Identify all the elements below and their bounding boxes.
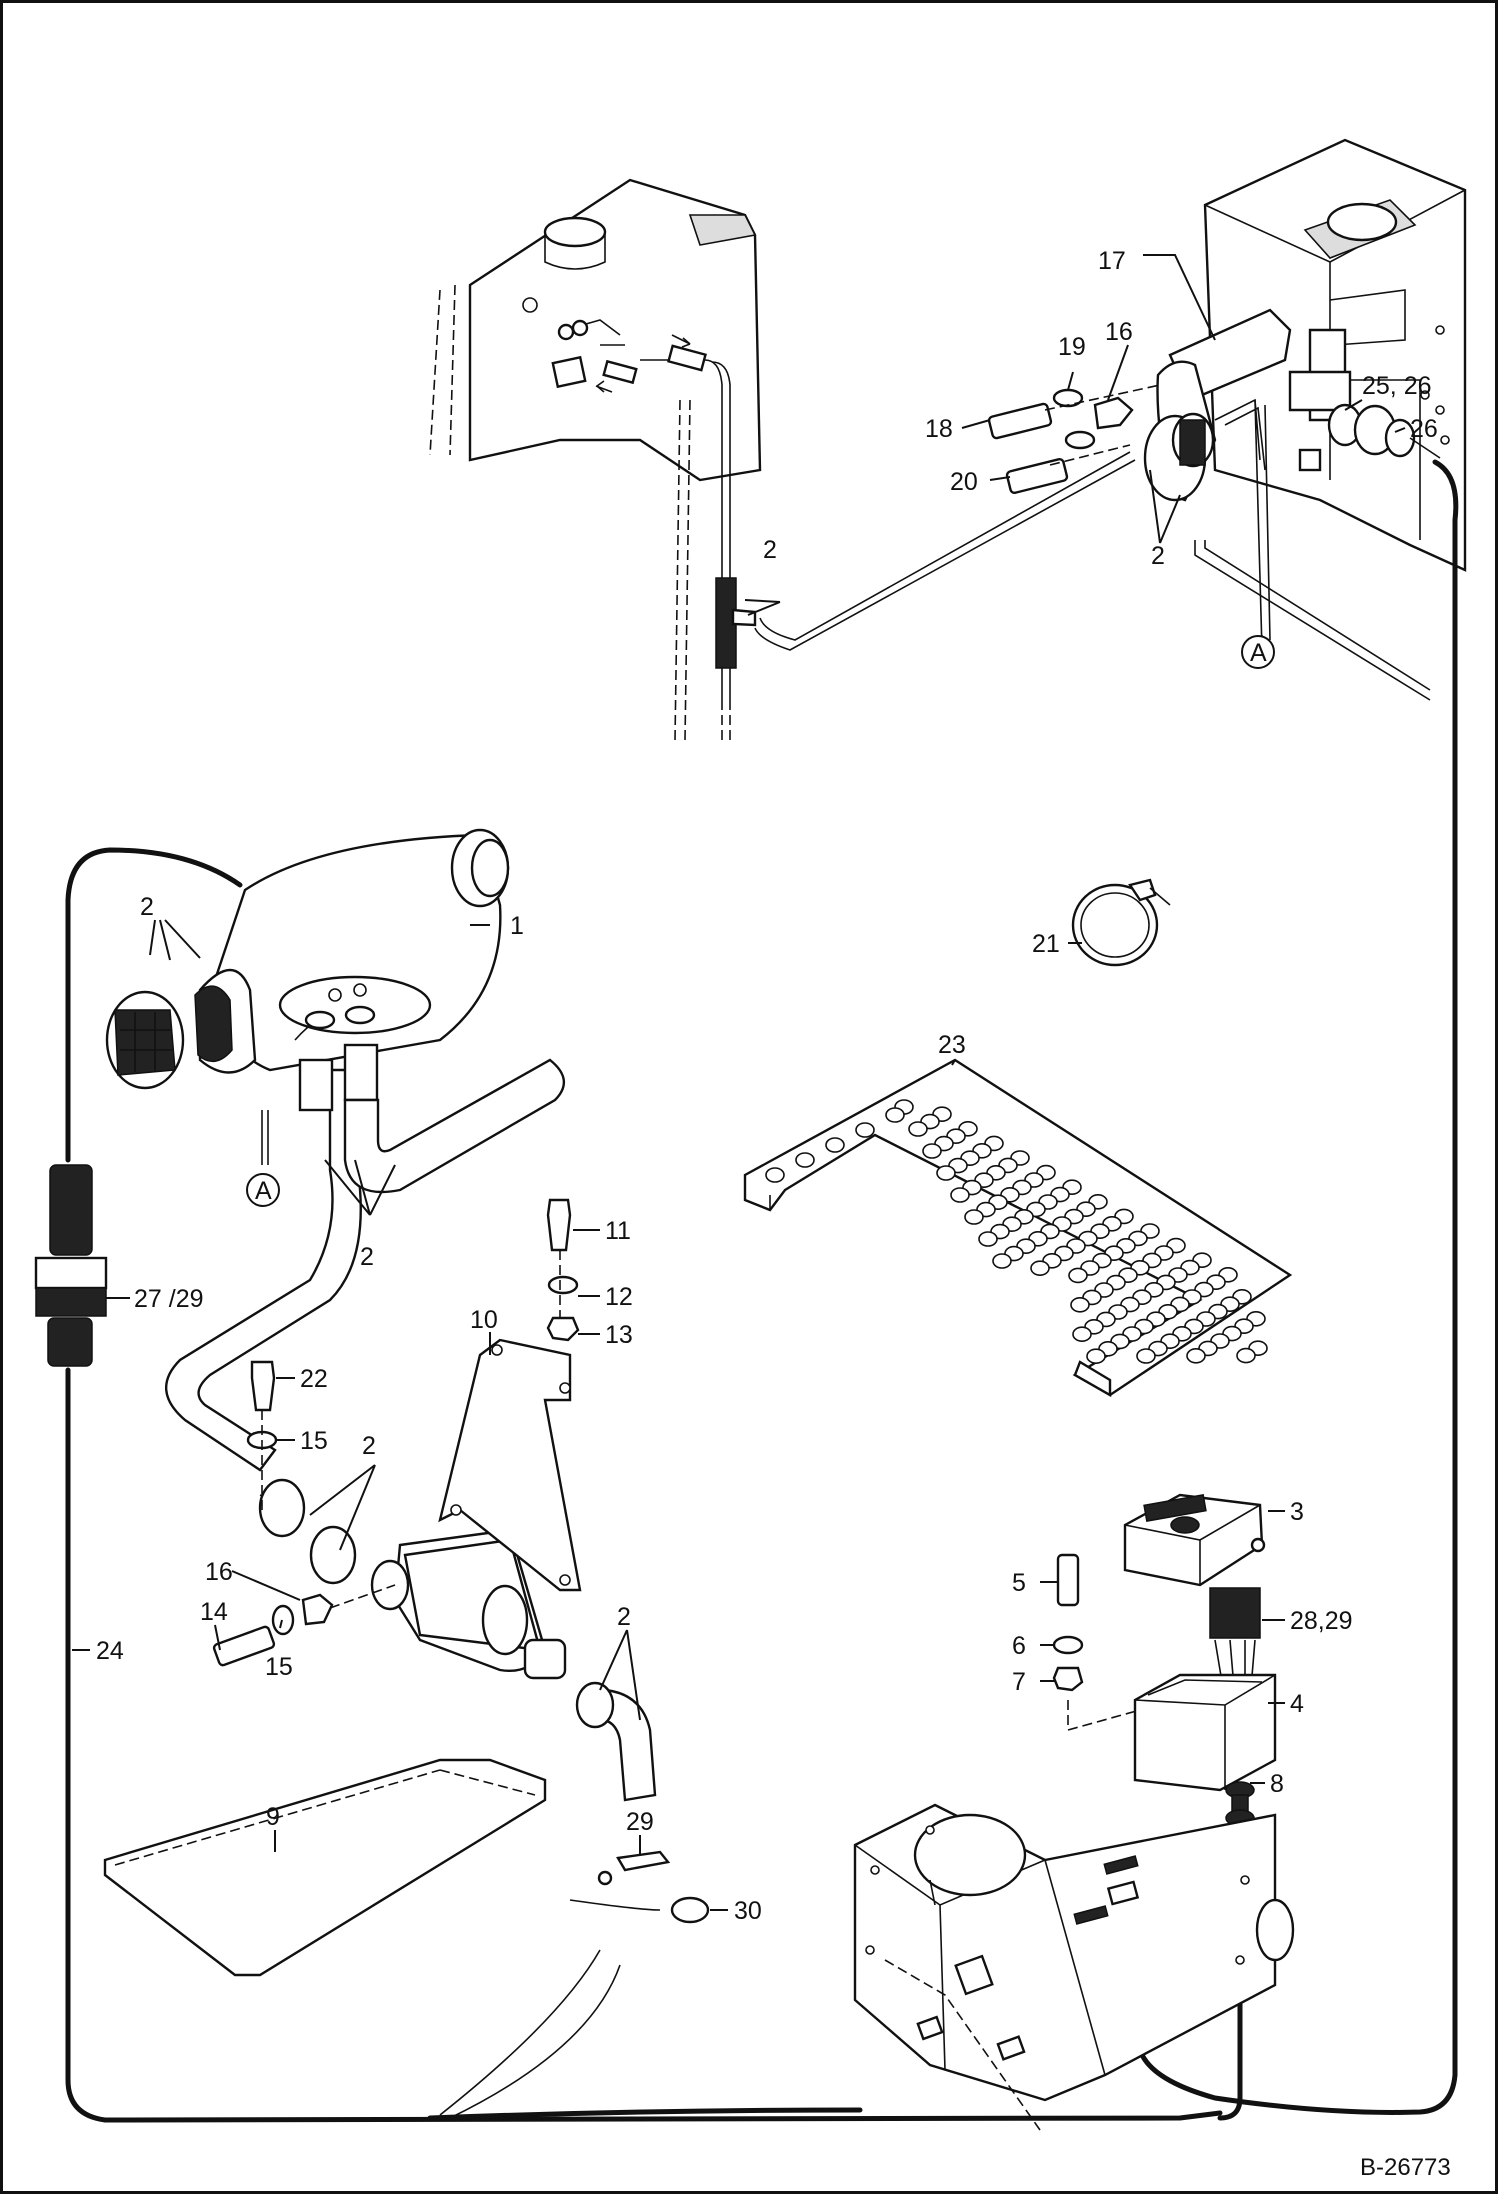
mat-hole <box>964 1209 984 1225</box>
label-part-2-pump: 2 <box>1151 542 1165 570</box>
fasteners-5-7 <box>1052 1553 1141 1732</box>
connector-26 <box>1327 403 1441 459</box>
label-part-15-upper: 15 <box>300 1427 328 1455</box>
bracket-10 <box>438 1338 582 1592</box>
label-part-16-lower: 16 <box>205 1558 233 1586</box>
label-part-26: 26 <box>1410 415 1438 443</box>
label-part-2-exhaust: 2 <box>360 1243 374 1271</box>
label-part-18: 18 <box>925 415 953 443</box>
mat-hole <box>1070 1297 1090 1313</box>
label-part-21: 21 <box>1032 930 1060 958</box>
part-labels: 1 2 2 2 2 2 2 3 4 5 6 7 8 9 10 11 12 13 … <box>96 247 1438 1925</box>
label-part-24: 24 <box>96 1637 124 1665</box>
mat-hole <box>922 1143 942 1159</box>
muffler <box>370 1528 657 1802</box>
label-part-8: 8 <box>1270 1770 1284 1798</box>
label-part-2-bottom: 2 <box>617 1603 631 1631</box>
label-part-10: 10 <box>470 1306 498 1334</box>
mat-hole <box>765 1167 785 1183</box>
mat-hole <box>885 1107 905 1123</box>
mat-hole <box>1068 1267 1088 1284</box>
mat-hole <box>950 1187 970 1203</box>
seat-base <box>853 1803 1295 2131</box>
control-box-4 <box>1133 1673 1277 1792</box>
mat-hole <box>1072 1326 1092 1342</box>
mat-hole <box>936 1165 956 1181</box>
label-part-28-29: 28,29 <box>1290 1607 1353 1635</box>
label-part-13: 13 <box>605 1321 633 1349</box>
label-part-5: 5 <box>1012 1569 1026 1597</box>
floor-mat-23 <box>743 1058 1293 1398</box>
fasteners-14-16 <box>212 1584 396 1667</box>
mat-hole <box>978 1231 998 1247</box>
label-part-27-29: 27 /29 <box>134 1285 204 1313</box>
label-part-9: 9 <box>266 1803 280 1831</box>
label-part-19: 19 <box>1058 333 1086 361</box>
mat-hole <box>795 1152 815 1168</box>
label-part-16-top: 16 <box>1105 318 1133 346</box>
label-part-14: 14 <box>200 1598 228 1626</box>
label-part-2-tee: 2 <box>763 536 777 564</box>
connector-28-29 <box>1209 1587 1261 1701</box>
label-part-7: 7 <box>1012 1668 1026 1696</box>
ref-A-marker-top: A <box>1241 635 1275 669</box>
mat-hole <box>992 1253 1012 1269</box>
label-part-1: 1 <box>510 912 524 940</box>
ref-A-left <box>261 1110 269 1165</box>
label-part-3: 3 <box>1290 1498 1304 1526</box>
label-part-2-heater: 2 <box>140 893 154 921</box>
fasteners-22-15 <box>246 1360 278 1510</box>
mat-hole <box>1136 1348 1156 1364</box>
label-part-29: 29 <box>626 1808 654 1836</box>
label-part-22: 22 <box>300 1365 328 1393</box>
label-part-15-lower: 15 <box>265 1653 293 1681</box>
label-part-17: 17 <box>1098 247 1126 275</box>
label-part-20: 20 <box>950 468 978 496</box>
label-part-25-26: 25, 26 <box>1362 372 1432 400</box>
mat-hole <box>908 1121 928 1137</box>
control-unit-3 <box>1123 1493 1266 1587</box>
seat-housing <box>1203 138 1467 572</box>
mat-hole <box>825 1137 845 1153</box>
heater-unit <box>105 828 510 1090</box>
label-part-6: 6 <box>1012 1632 1026 1660</box>
fasteners-top <box>987 384 1161 495</box>
ref-A-marker-left: A <box>246 1173 280 1207</box>
label-part-2-clamp: 2 <box>362 1432 376 1460</box>
document-number: B-26773 <box>1360 2154 1451 2181</box>
mat-hole <box>1086 1348 1106 1364</box>
label-part-4: 4 <box>1290 1690 1304 1718</box>
clamp-21 <box>1071 878 1171 967</box>
fuel-line <box>744 451 1136 651</box>
mat-hole <box>1236 1347 1256 1364</box>
mat-hole <box>855 1122 875 1138</box>
leader-lines <box>72 254 1406 1911</box>
harness-24 <box>65 459 1459 2123</box>
connector-27-29 <box>34 1164 108 1367</box>
fuel-tank <box>429 178 762 741</box>
fuel-pump-assembly <box>1143 308 1431 701</box>
label-part-12: 12 <box>605 1283 633 1311</box>
label-part-30: 30 <box>734 1897 762 1925</box>
battery-cable <box>439 1850 710 2119</box>
fasteners-11-13 <box>546 1198 580 1342</box>
label-part-11: 11 <box>605 1217 631 1245</box>
mat-hole <box>1030 1260 1050 1276</box>
mat-hole <box>1186 1348 1206 1364</box>
mat-perforation <box>765 1099 1268 1364</box>
plate-9 <box>103 1758 547 1977</box>
label-part-23: 23 <box>938 1031 966 1059</box>
ref-A-top-label: A <box>1250 639 1267 667</box>
ref-A-left-label: A <box>255 1177 272 1205</box>
